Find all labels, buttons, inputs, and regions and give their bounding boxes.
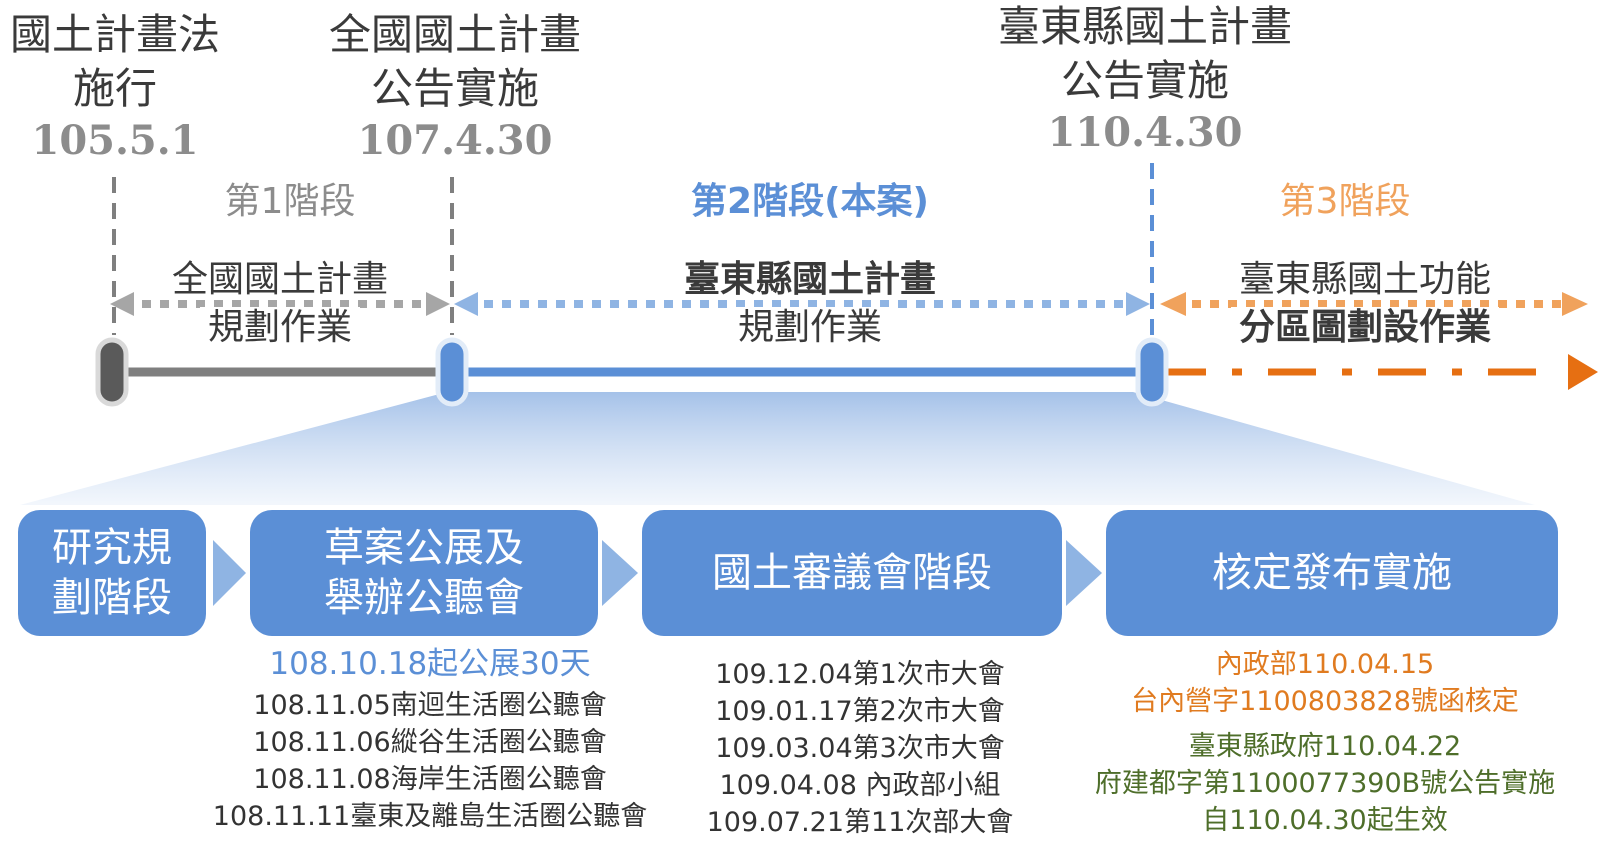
chevron-arrow-2 <box>602 540 638 606</box>
zoom-fan <box>20 392 1535 505</box>
process-box-research: 研究規 劃階段 <box>18 510 206 636</box>
detail-item: 臺東縣政府110.04.22 <box>1188 731 1462 762</box>
stage-work-1: 全國國土計畫 規劃作業 <box>140 256 420 352</box>
process-box-label: 核定發布實施 <box>1212 550 1452 596</box>
details-public-review: 108.10.18起公展30天 108.11.05南迴生活圈公聽會 108.11… <box>150 646 710 835</box>
detail-item: 108.11.08海岸生活圈公聽會 <box>253 764 607 795</box>
chevron-arrow-3 <box>1066 540 1102 606</box>
process-box-council: 國土審議會階段 <box>642 510 1062 636</box>
milestone-title: 國土計畫法 <box>9 10 220 59</box>
process-box-label: 草案公展及 <box>324 525 524 571</box>
stage3-arrowhead <box>1568 354 1598 390</box>
detail-item: 109.03.04第3次市大會 <box>715 733 1005 764</box>
milestone-date: 110.4.30 <box>1047 109 1243 156</box>
process-box-label: 研究規 <box>52 525 172 571</box>
stage-work-line: 臺東縣國土功能 <box>1230 259 1499 300</box>
process-box-public-review: 草案公展及 舉辦公聽會 <box>250 510 598 636</box>
milestone-title: 公告實施 <box>1060 56 1229 105</box>
detail-item: 109.04.08 內政部小組 <box>719 770 1001 801</box>
process-box-label: 國土審議會階段 <box>712 550 992 596</box>
detail-item: 府建都字第1100077390B號公告實施 <box>1094 768 1556 799</box>
milestone-date: 107.4.30 <box>357 117 553 164</box>
stage-work-2: 臺東縣國土計畫 規劃作業 <box>640 256 980 352</box>
chevron-arrow-1 <box>213 540 246 606</box>
milestone-2: 全國國土計畫 公告實施 107.4.30 <box>300 8 610 166</box>
stage-work-line: 臺東縣國土計畫 <box>675 259 944 300</box>
stage-work-line: 分區圖劃設作業 <box>1230 307 1499 348</box>
stage-work-line: 規劃作業 <box>199 307 360 348</box>
stage-work-line: 規劃作業 <box>729 307 890 348</box>
stage-label-1: 第1階段 <box>224 181 356 222</box>
milestone-node-2 <box>435 337 469 407</box>
milestone-title: 施行 <box>72 64 157 113</box>
stage-label-3: 第3階段 <box>1279 181 1411 222</box>
detail-item: 109.07.21第11次部大會 <box>706 807 1014 838</box>
detail-item: 108.11.06縱谷生活圈公聽會 <box>253 727 607 758</box>
detail-item: 內政部110.04.15 <box>1215 649 1435 680</box>
milestone-node-3 <box>1135 337 1169 407</box>
details-council: 109.12.04第1次市大會 109.01.17第2次市大會 109.03.0… <box>660 656 1060 841</box>
stage-work-3: 臺東縣國土功能 分區圖劃設作業 <box>1195 256 1535 352</box>
milestone-1: 國土計畫法 施行 105.5.1 <box>0 8 230 166</box>
detail-item: 109.12.04第1次市大會 <box>715 659 1005 690</box>
details-approval: 內政部110.04.15 台內營字1100803828號函核定 臺東縣政府110… <box>1050 646 1600 839</box>
detail-item: 108.11.11臺東及離島生活圈公聽會 <box>212 801 648 832</box>
stage-label-2: 第2階段(本案) <box>691 181 929 222</box>
process-box-label: 劃階段 <box>52 575 172 621</box>
milestone-3: 臺東縣國土計畫 公告實施 110.4.30 <box>975 0 1315 158</box>
detail-item: 109.01.17第2次市大會 <box>715 696 1005 727</box>
detail-item: 台內營字1100803828號函核定 <box>1131 686 1519 717</box>
milestone-node-1 <box>95 337 129 407</box>
process-box-label: 舉辦公聽會 <box>324 575 524 621</box>
detail-highlight: 108.10.18起公展30天 <box>269 646 591 682</box>
detail-item: 108.11.05南迴生活圈公聽會 <box>253 690 607 721</box>
milestone-title: 全國國土計畫 <box>328 10 581 59</box>
process-box-approval: 核定發布實施 <box>1106 510 1558 636</box>
detail-item: 自110.04.30起生效 <box>1202 805 1448 836</box>
milestone-date: 105.5.1 <box>31 117 199 164</box>
milestone-title: 臺東縣國土計畫 <box>997 2 1292 51</box>
stage-work-line: 全國國土計畫 <box>163 259 396 300</box>
milestone-title: 公告實施 <box>370 64 539 113</box>
